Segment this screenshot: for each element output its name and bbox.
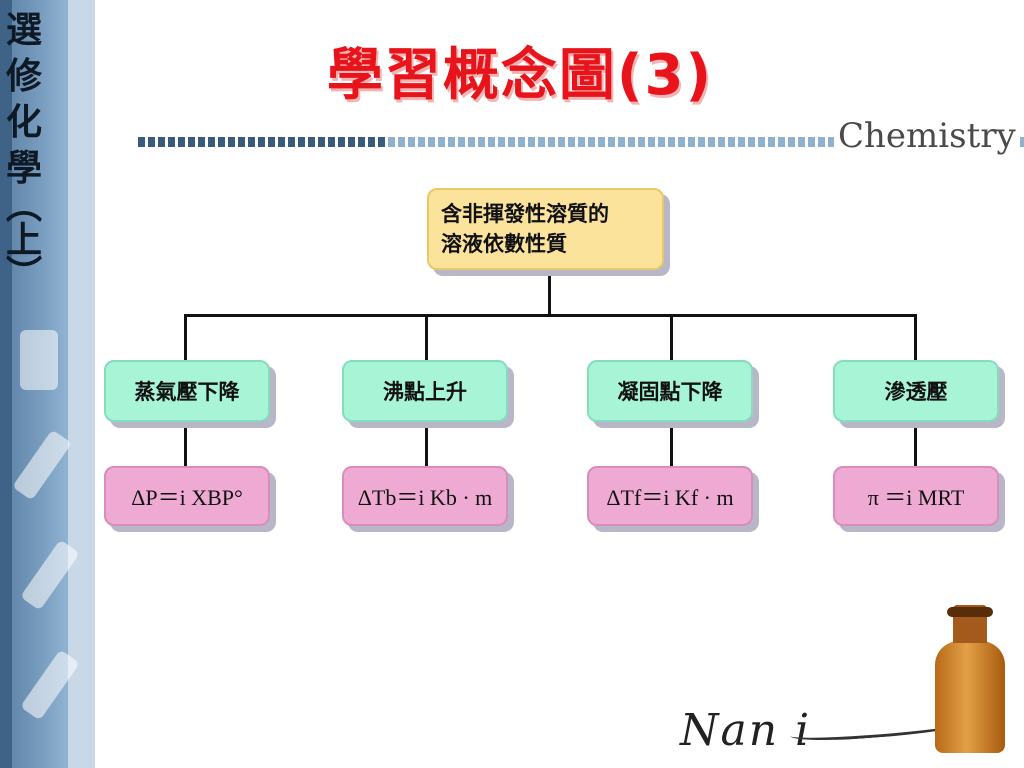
connector-formula-4 — [914, 420, 917, 468]
root-concept-box: 含非揮發性溶質的 溶液依數性質 — [427, 188, 664, 270]
author-signature: Nan i — [680, 705, 812, 756]
formula-box-vapor-pressure: ΔP＝i XBP° — [104, 466, 270, 526]
formula-text: ΔTb＝i Kb · m — [357, 485, 493, 510]
strip-light-edge — [68, 0, 95, 768]
course-title: 選 修 化 學 ︵ 上 ︶ — [2, 8, 46, 295]
connector-formula-3 — [670, 420, 673, 468]
property-label: 滲透壓 — [884, 380, 948, 404]
formula-text: ΔP＝i XBP° — [131, 485, 243, 510]
course-char: 修 — [5, 56, 42, 97]
reagent-bottle-icon — [935, 605, 1005, 755]
property-label: 沸點上升 — [383, 380, 467, 404]
bottle-stopper — [947, 607, 993, 617]
root-line-2: 溶液依數性質 — [441, 232, 567, 256]
left-decor-strip: 選 修 化 學 ︵ 上 ︶ — [0, 0, 95, 768]
property-box-boiling-point: 沸點上升 — [342, 360, 508, 422]
strip-dark-band — [0, 0, 12, 768]
connector-horizontal — [184, 314, 917, 317]
course-char: ︵ — [5, 186, 42, 227]
course-char: 上 — [5, 220, 42, 261]
bottle-body — [935, 641, 1005, 753]
connector-formula-1 — [184, 420, 187, 468]
page-title: 學習概念圖(3) — [326, 43, 714, 108]
connector-formula-2 — [425, 420, 428, 468]
connector-branch-1 — [184, 314, 187, 362]
formula-box-osmotic-pressure: π ＝i MRT — [833, 466, 999, 526]
course-char: 學 — [5, 148, 42, 189]
property-box-osmotic-pressure: 滲透壓 — [833, 360, 999, 422]
title-rule-light — [388, 137, 1024, 147]
connector-branch-3 — [670, 314, 673, 362]
property-box-freezing-point: 凝固點下降 — [587, 360, 753, 422]
property-label: 凝固點下降 — [617, 380, 723, 404]
bottle-silhouette-icon — [12, 429, 72, 501]
connector-root-down — [548, 272, 551, 316]
formula-text: π ＝i MRT — [867, 485, 965, 510]
bottle-silhouette-icon — [20, 330, 58, 390]
connector-branch-4 — [914, 314, 917, 362]
brand-wordmark: Chemistry — [834, 116, 1020, 156]
formula-box-boiling-point: ΔTb＝i Kb · m — [342, 466, 508, 526]
formula-text: ΔTf＝i Kf · m — [606, 485, 734, 510]
course-char: 選 — [5, 10, 42, 51]
course-char: ︶ — [5, 254, 42, 295]
formula-box-freezing-point: ΔTf＝i Kf · m — [587, 466, 753, 526]
root-line-1: 含非揮發性溶質的 — [441, 202, 609, 226]
connector-branch-2 — [425, 314, 428, 362]
property-label: 蒸氣壓下降 — [134, 380, 240, 404]
property-box-vapor-pressure: 蒸氣壓下降 — [104, 360, 270, 422]
course-char: 化 — [5, 102, 42, 143]
